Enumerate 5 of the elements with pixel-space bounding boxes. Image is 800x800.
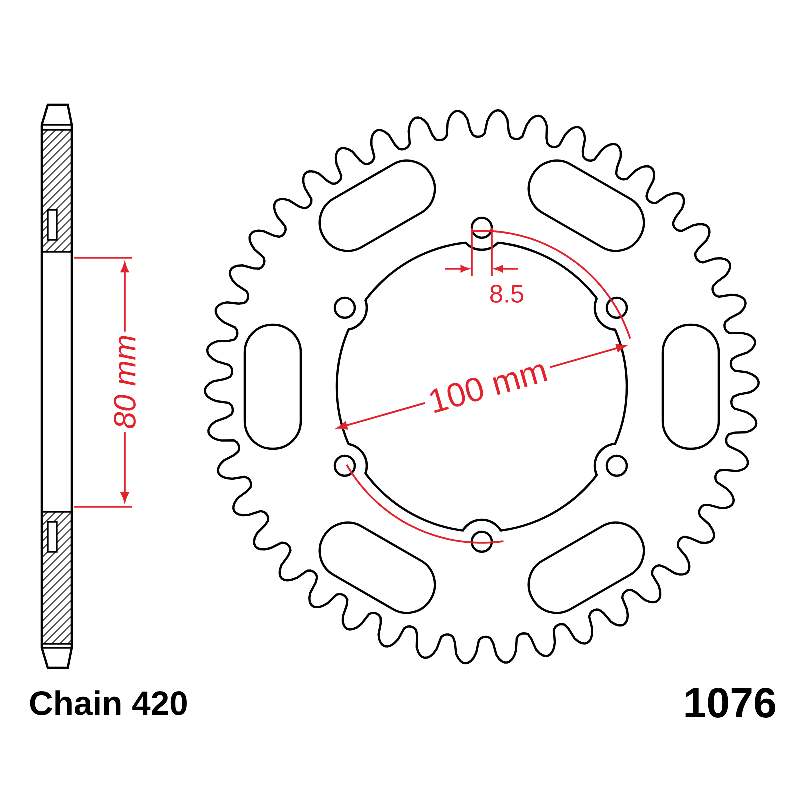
dimension-label: 8.5 (490, 285, 524, 303)
part-number: 1076 (686, 688, 776, 718)
chain-label: Chain 420 (30, 690, 187, 716)
dimension-label: 100 mm (430, 364, 548, 414)
dimension-label: 80 mm (114, 336, 136, 428)
